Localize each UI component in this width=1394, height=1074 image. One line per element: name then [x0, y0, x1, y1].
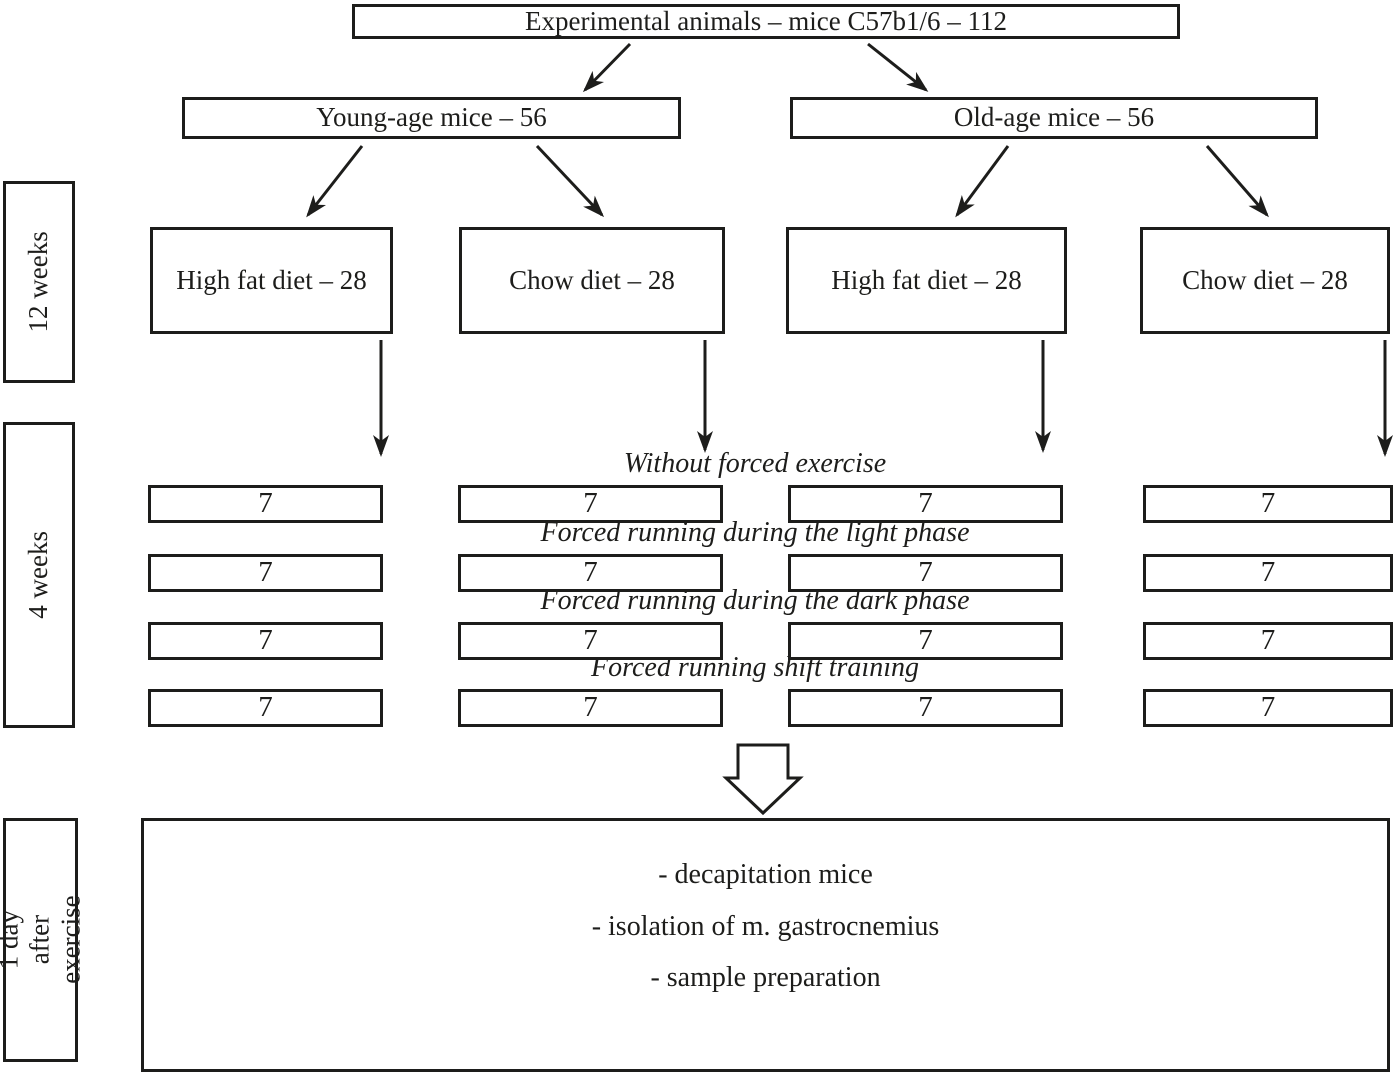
count-box: 7 — [1143, 689, 1393, 727]
diet-label: Chow diet – 28 — [1182, 264, 1348, 295]
count-box: 7 — [788, 689, 1063, 727]
timeline-box-1-day-after-exercise: 1 day after exercise — [0, 818, 86, 1062]
diet-label: Chow diet – 28 — [509, 264, 675, 295]
count-box: 7 — [1143, 485, 1393, 523]
final-step-isolation: - isolation of m. gastrocnemius — [591, 910, 940, 942]
phase-label-dark-phase: Forced running during the dark phase — [540, 585, 970, 616]
count-value: 7 — [258, 624, 273, 657]
timeline-box-12-weeks: 12 weeks — [3, 181, 75, 383]
arrow-root-to-young — [582, 42, 632, 93]
count-box: 7 — [148, 554, 383, 592]
count-value: 7 — [918, 624, 933, 657]
timeline-label: 12 weeks — [23, 231, 54, 333]
count-value: 7 — [918, 556, 933, 589]
old-age-box: Old-age mice – 56 — [790, 97, 1318, 139]
phase-label-shift-training: Forced running shift training — [591, 652, 919, 683]
arrow-root-to-old — [867, 42, 929, 92]
arrow-old-to-chow — [1205, 145, 1269, 218]
arrow-old-to-highfat — [955, 145, 1010, 218]
count-box: 7 — [1143, 622, 1393, 660]
phase-label-without-forced-exercise: Without forced exercise — [623, 448, 887, 479]
count-value: 7 — [583, 624, 598, 657]
count-box: 7 — [148, 485, 383, 523]
count-box: 7 — [1143, 554, 1393, 592]
count-box: 7 — [148, 689, 383, 727]
count-value: 7 — [583, 487, 598, 520]
count-value: 7 — [1260, 691, 1276, 724]
diet-label: High fat diet – 28 — [831, 264, 1022, 295]
count-value: 7 — [1260, 556, 1276, 589]
count-box: 7 — [458, 554, 723, 592]
count-box: 7 — [458, 689, 723, 727]
root-box: Experimental animals – mice C57b1/6 – 11… — [352, 4, 1180, 39]
count-value: 7 — [583, 691, 598, 724]
young-age-box: Young-age mice – 56 — [182, 97, 681, 139]
timeline-label: 4 weeks — [23, 531, 54, 619]
final-step-sample-preparation: - sample preparation — [650, 962, 881, 994]
count-box: 7 — [148, 622, 383, 660]
root-label: Experimental animals – mice C57b1/6 – 11… — [525, 5, 1007, 36]
count-box: 7 — [458, 485, 723, 523]
count-box: 7 — [458, 622, 723, 660]
count-value: 7 — [258, 487, 273, 520]
arrow-young-to-chow — [535, 144, 605, 218]
arrow-young-to-highfat — [306, 145, 364, 218]
count-box: 7 — [788, 485, 1063, 523]
timeline-label: 1 day after exercise — [0, 895, 87, 985]
young-age-label: Young-age mice – 56 — [316, 102, 547, 133]
diet-box-young-highfat: High fat diet – 28 — [150, 227, 393, 334]
old-age-label: Old-age mice – 56 — [953, 102, 1155, 133]
count-value: 7 — [1260, 624, 1276, 657]
count-value: 7 — [918, 691, 933, 724]
count-value: 7 — [258, 556, 273, 589]
diet-box-young-chow: Chow diet – 28 — [459, 227, 725, 334]
final-step-decapitation: - decapitation mice — [658, 858, 873, 890]
final-steps-box: - decapitation mice - isolation of m. ga… — [141, 818, 1390, 1072]
timeline-box-4-weeks: 4 weeks — [3, 422, 75, 728]
count-value: 7 — [583, 556, 598, 589]
diet-box-old-chow: Chow diet – 28 — [1140, 227, 1390, 334]
count-box: 7 — [788, 554, 1063, 592]
count-box: 7 — [788, 622, 1063, 660]
count-value: 7 — [1260, 487, 1276, 520]
big-down-arrow — [722, 743, 804, 816]
diet-label: High fat diet – 28 — [176, 264, 367, 295]
count-value: 7 — [918, 487, 933, 520]
diet-box-old-highfat: High fat diet – 28 — [786, 227, 1067, 334]
count-value: 7 — [258, 691, 273, 724]
phase-label-light-phase: Forced running during the light phase — [540, 517, 970, 548]
